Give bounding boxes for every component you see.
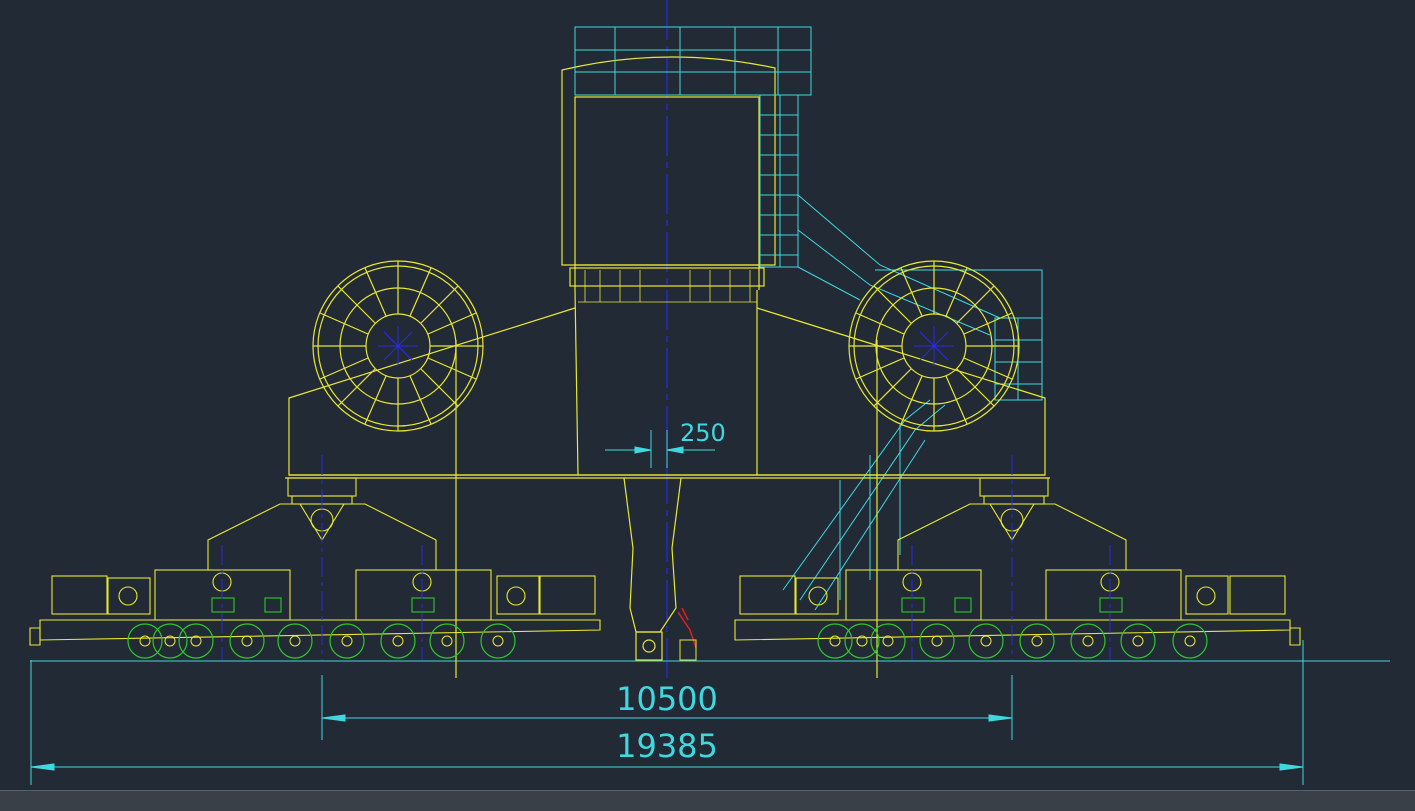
inner-span-dimension (321, 675, 1013, 740)
cable-reel-right-hub (914, 326, 954, 366)
cad-drawing-canvas[interactable]: 250 10500 19385 (0, 0, 1415, 790)
chute (623, 477, 682, 661)
cable-reel-left-hub (378, 326, 418, 366)
bogie-left (29, 477, 601, 646)
drive-units (211, 597, 1123, 613)
ladder-worker-figure (677, 607, 697, 649)
overall-span-label: 19385 (616, 727, 718, 765)
wheel-hubs (139, 635, 1196, 647)
main-beam (285, 307, 1050, 678)
overall-span-dimension (30, 640, 1304, 785)
offset-dimension (605, 430, 715, 468)
stairway (782, 194, 1043, 611)
wheels (127, 623, 1208, 659)
cable-reel-left (312, 260, 484, 432)
cabin-grille (578, 270, 757, 303)
bogie-right (734, 477, 1301, 646)
cable-reel-right (848, 260, 1020, 432)
bogie-center-lines (221, 455, 1111, 660)
chute-base (679, 639, 697, 661)
operator-cabin (561, 56, 776, 476)
status-bar (0, 790, 1415, 811)
inner-span-label: 10500 (616, 680, 718, 718)
offset-dimension-label: 250 (680, 419, 726, 447)
cabin-railing-grid (574, 26, 812, 268)
